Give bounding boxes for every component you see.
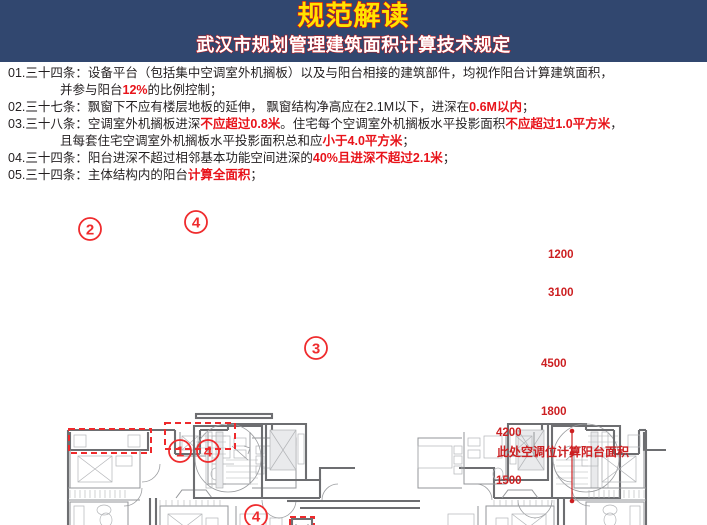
rule-index: 03.三十八条： [8, 117, 88, 131]
rules-list: 01.三十四条：设备平台（包括集中空调室外机搁板）以及与阳台相接的建筑部件，均视… [0, 63, 707, 188]
dimension-label-4200: 4200 [496, 427, 522, 439]
plan-marker-4-1: 4 [184, 210, 208, 234]
rule-index: 02.三十七条： [8, 100, 88, 114]
rule-text: 并参与阳台 [60, 83, 123, 97]
floor-plan-container: 2 4 3 1 4 4 1200 3100 4500 1800 4200 1500 此处空调位计算阳台面… [0, 188, 707, 525]
rule-index: 05.三十四条： [8, 168, 88, 182]
marker-circle [304, 336, 328, 360]
plan-centre [287, 499, 450, 525]
plan-marker-4-5: 4 [244, 504, 268, 525]
rule-text: ； [442, 151, 456, 165]
rule-highlight: 不应超过1.0平方米 [505, 117, 611, 131]
plan-annotation-note: 此处空调位计算阳台面积 [497, 444, 629, 459]
plan-marker-2-0: 2 [78, 217, 102, 241]
marker-label: 2 [86, 222, 94, 239]
plan-left-core [192, 412, 355, 519]
marker-circle [168, 439, 192, 463]
rule-highlight: 0.6M以内 [469, 100, 522, 114]
rule-text: 的比例控制； [147, 83, 223, 97]
rule-line-6: 04.三十四条：阳台进深不超过相邻基本功能空间进深的40%且进深不超过2.1米； [8, 151, 455, 165]
rule-text: ； [250, 168, 263, 182]
rule-text: 空调室外机搁板进深 [87, 117, 201, 131]
rule-text: ， [610, 117, 623, 131]
marker-circle [78, 217, 102, 241]
rule-index: 04.三十四条： [8, 151, 88, 165]
rule-highlight: 计算全面积 [187, 168, 251, 182]
rule-text: ； [402, 134, 415, 148]
rule-text: 飘窗下不应有楼层地板的延伸， 飘窗结构净高应在2.1M以下，进深在 [87, 100, 470, 114]
page-subtitle: 武汉市规划管理建筑面积计算技术规定 [196, 34, 511, 55]
rule-line-7: 05.三十四条：主体结构内的阳台计算全面积； [8, 168, 263, 182]
plan-annotations: 2 4 3 1 4 4 1200 3100 4500 1800 4200 1500 此处空调位计算阳台面… [78, 210, 629, 525]
highlight-box-2 [68, 428, 152, 454]
rule-line-2: 并参与阳台12%的比例控制； [60, 83, 223, 97]
rule-index: 01.三十四条： [8, 66, 88, 80]
rule-text: 。住宅每个空调室外机搁板水平投影面积 [280, 117, 506, 131]
rule-text: ； [521, 100, 535, 114]
dimension-label-1500: 1500 [496, 475, 522, 487]
floor-plan-drawing [66, 412, 666, 525]
highlight-box-3 [289, 516, 315, 525]
rule-line-5: 且每套住宅空调室外机搁板水平投影面积总和应小于4.0平方米； [60, 134, 415, 148]
rule-text: 设备平台（包括集中空调室外机搁板）以及与阳台相接的建筑部件，均视作阳台计算建筑面… [87, 66, 613, 80]
dimension-label-4500: 4500 [541, 358, 567, 370]
rule-highlight: 12% [122, 83, 148, 97]
marker-label: 4 [192, 215, 201, 232]
dimension-label-1200: 1200 [548, 249, 574, 261]
rule-line-4: 03.三十八条：空调室外机搁板进深不应超过0.8米。住宅每个空调室外机搁板水平投… [8, 117, 623, 131]
page-title: 规范解读 [297, 0, 410, 31]
plan-marker-3-2: 3 [304, 336, 328, 360]
marker-label: 4 [204, 444, 213, 461]
marker-label: 1 [176, 444, 184, 461]
rule-text: 主体结构内的阳台 [87, 168, 188, 182]
dimension-label-3100: 3100 [548, 287, 574, 299]
marker-circle [196, 439, 220, 463]
highlight-boxes [68, 422, 315, 525]
rule-highlight: 40%且进深不超过2.1米 [312, 151, 443, 165]
plan-marker-1-3: 1 [168, 439, 192, 463]
plan-right-wing [417, 428, 666, 525]
dimension-lines [569, 428, 575, 504]
dimension-label-1800: 1800 [541, 406, 567, 418]
rule-highlight: 小于4.0平方米 [322, 134, 403, 148]
page-header: 规范解读 武汉市规划管理建筑面积计算技术规定 [0, 0, 707, 62]
highlight-box-4a [164, 422, 236, 450]
marker-circle [244, 504, 268, 525]
marker-circle [184, 210, 208, 234]
rule-text: 阳台进深不超过相邻基本功能空间进深的 [87, 151, 313, 165]
marker-label: 3 [312, 341, 320, 358]
rule-text: 且每套住宅空调室外机搁板水平投影面积总和应 [60, 134, 323, 148]
rule-line-3: 02.三十七条：飘窗下不应有楼层地板的延伸， 飘窗结构净高应在2.1M以下，进深… [8, 100, 534, 114]
rule-highlight: 不应超过0.8米 [200, 117, 281, 131]
marker-label: 4 [252, 509, 261, 525]
plan-right-core [459, 422, 622, 519]
plan-marker-4-4: 4 [196, 439, 220, 463]
rule-line-1: 01.三十四条：设备平台（包括集中空调室外机搁板）以及与阳台相接的建筑部件，均视… [8, 66, 613, 80]
